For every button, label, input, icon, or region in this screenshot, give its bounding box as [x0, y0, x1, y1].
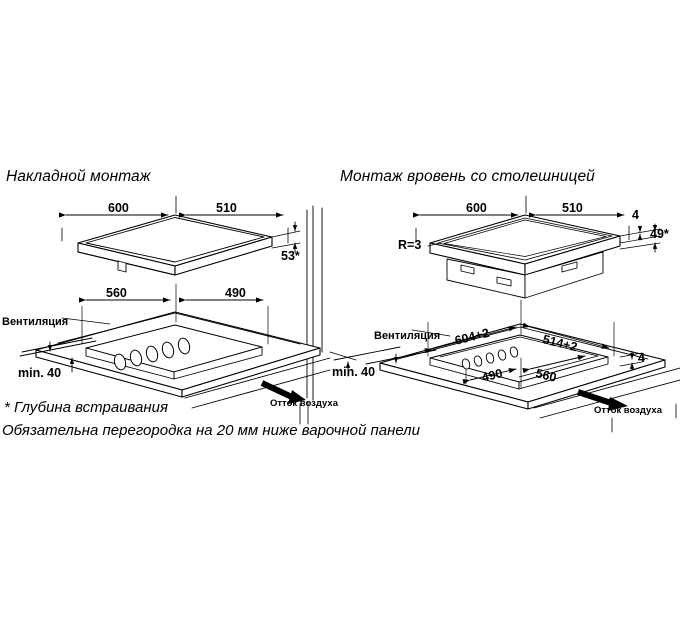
left-hob-width-label: 600 — [108, 201, 129, 215]
right-ventilation-label: Вентиляция — [374, 330, 441, 342]
left-hob-body — [77, 214, 273, 276]
left-min-gap-label: min. 40 — [18, 366, 62, 380]
right-cutout-rim-label: 4 — [638, 351, 645, 365]
left-hob-depth-label: 510 — [216, 201, 237, 215]
left-ventilation-label: Вентиляция — [2, 316, 69, 328]
right-hob-dim-4-49 — [619, 223, 661, 253]
left-airflow-arrow — [260, 380, 306, 404]
right-hob-width-label: 600 — [466, 201, 487, 215]
left-hob-dim-53 — [271, 221, 301, 253]
left-cutout-dim-560 — [78, 283, 177, 345]
left-hob-dim-510 — [178, 212, 289, 244]
right-ventilation-pointer — [365, 329, 451, 365]
right-hob-dim-510 — [528, 212, 630, 241]
left-cutout-dim-490 — [178, 297, 269, 345]
right-min40-dim — [329, 346, 401, 377]
right-hob-rim-label: 4 — [632, 208, 639, 222]
left-diagram-heading: Накладной монтаж — [6, 168, 151, 185]
right-hob-radius-pointer — [427, 242, 441, 247]
left-ventilation-pointer — [21, 317, 111, 353]
left-partition-wall — [306, 205, 323, 401]
right-cutout-inner-dims — [462, 355, 586, 389]
right-hob-radius-label: R=3 — [398, 238, 422, 252]
right-min-gap-label: min. 40 — [332, 365, 376, 379]
left-cutout-depth-label: 490 — [225, 286, 246, 300]
note-partition-requirement: Обязательна перегородка на 20 мм ниже ва… — [2, 422, 420, 439]
note-embedding-depth: * Глубина встраивания — [4, 399, 168, 416]
left-cutout-width-label: 560 — [106, 286, 127, 300]
right-hob-dim-600 — [412, 195, 527, 242]
right-hob-body — [429, 214, 621, 299]
right-lower-guides — [533, 367, 680, 433]
left-min40-dim — [19, 340, 97, 373]
left-ventilation-holes — [113, 337, 191, 371]
left-lower-guides — [184, 357, 331, 425]
right-hob-depth-label: 510 — [562, 201, 583, 215]
right-hob-height-label: 49* — [650, 227, 669, 241]
right-cutout-dim-604 — [424, 299, 522, 357]
right-airflow-label: Отток воздуха — [594, 405, 662, 416]
right-cutout-dim-4 — [619, 351, 643, 371]
left-airflow-label: Отток воздуха — [270, 398, 338, 409]
left-countertop — [35, 311, 321, 398]
left-hob-height-label: 53* — [281, 249, 300, 263]
left-hob-dim-600 — [58, 195, 177, 242]
right-cutout-dim-514 — [522, 321, 615, 357]
right-diagram-heading: Монтаж вровень со столешницей — [340, 168, 595, 185]
